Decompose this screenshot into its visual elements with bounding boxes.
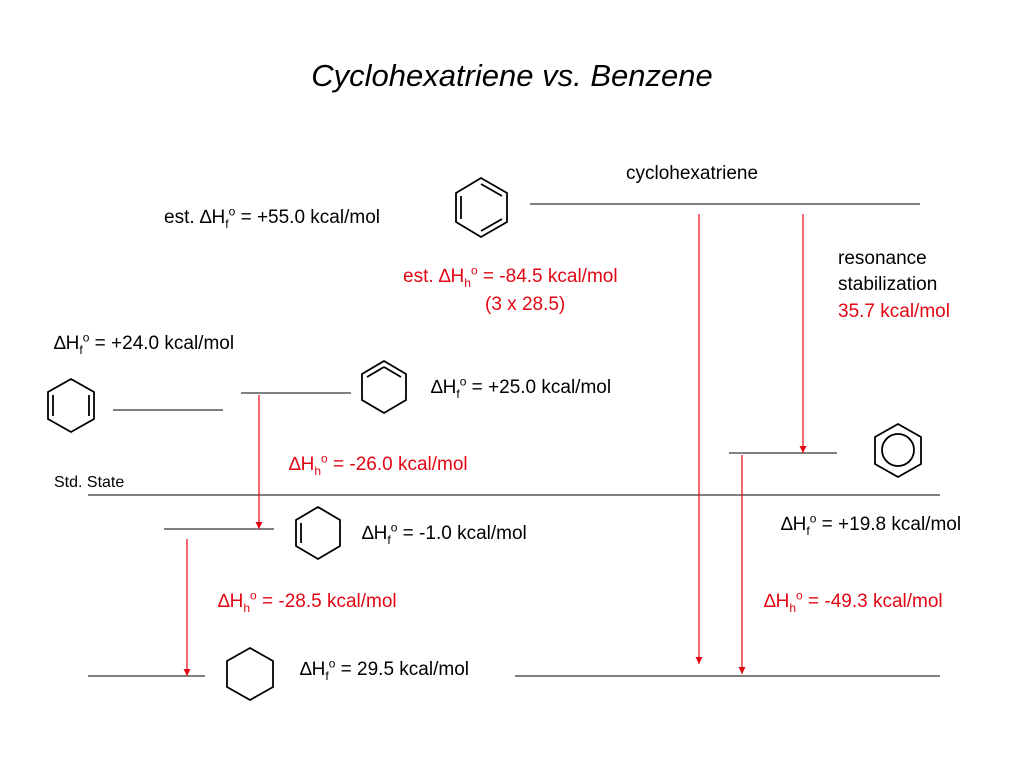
cyclohexane-structure bbox=[226, 646, 274, 702]
cyclohexene-structure bbox=[295, 505, 341, 561]
diene13-hf-label: ∆Hfo = +24.0 kcal/mol bbox=[54, 330, 235, 357]
est-hh-note: (3 x 28.5) bbox=[485, 294, 566, 315]
diene14-hf-label: ∆Hfo = +25.0 kcal/mol bbox=[431, 374, 612, 401]
resonance-label-1: resonance bbox=[838, 248, 927, 269]
est-hh-label: est. ∆Hho = -84.5 kcal/mol bbox=[403, 263, 618, 290]
cyclohexatriene-label: cyclohexatriene bbox=[626, 163, 759, 184]
cyclohexatriene-structure bbox=[455, 176, 508, 239]
page-title: Cyclohexatriene vs. Benzene bbox=[311, 58, 713, 93]
est-hf-label: est. ∆Hfo = +55.0 kcal/mol bbox=[164, 204, 380, 231]
cyclohexene-hh-label: ∆Hho = -28.5 kcal/mol bbox=[218, 588, 397, 615]
benzene-structure bbox=[874, 422, 922, 479]
cyclohexene-hf-label: ∆Hfo = -1.0 kcal/mol bbox=[362, 520, 527, 547]
benzene-hh-label: ∆Hho = -49.3 kcal/mol bbox=[764, 588, 943, 615]
std-state-label: Std. State bbox=[54, 474, 125, 491]
resonance-label-2: stabilization bbox=[838, 274, 938, 295]
benzene-hf-label: ∆Hfo = +19.8 kcal/mol bbox=[781, 511, 962, 538]
cyclohexadiene-1-4-structure bbox=[361, 359, 407, 415]
cyclohexadiene-1-3-structure bbox=[47, 377, 95, 434]
cyclohexane-hf-label: ∆Hfo = 29.5 kcal/mol bbox=[300, 656, 469, 683]
diene-hh-label: ∆Hho = -26.0 kcal/mol bbox=[289, 451, 468, 478]
resonance-value: 35.7 kcal/mol bbox=[838, 301, 950, 322]
